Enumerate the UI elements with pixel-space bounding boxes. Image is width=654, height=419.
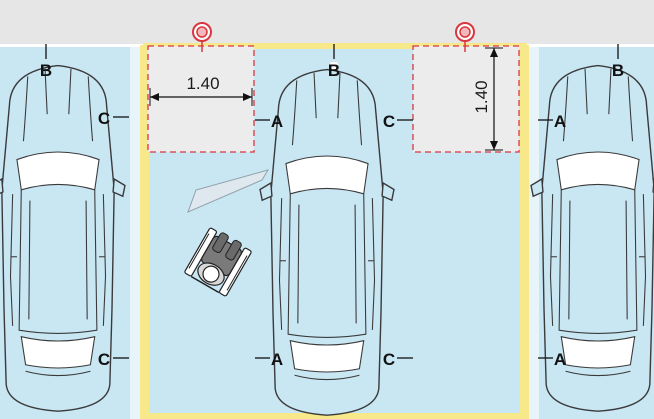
horizontal-dimension: 1.40 [149, 74, 253, 106]
neighbour-divider-right [529, 47, 539, 419]
svg-text:C: C [383, 112, 395, 131]
marker-b-right: B [612, 44, 624, 80]
marker-b-center: B [328, 44, 340, 80]
bollard-icon [455, 22, 475, 52]
svg-text:B: B [328, 61, 340, 80]
wheelchair-user-icon [184, 227, 252, 297]
bay-line-bottom [140, 413, 529, 419]
marker-a-right-rear: A [538, 350, 566, 369]
marker-b-left: B [40, 44, 52, 80]
svg-text:C: C [98, 350, 110, 369]
sidewalk [0, 0, 654, 44]
marker-c-left-front: C [98, 109, 129, 128]
access-zone-right [412, 45, 520, 153]
svg-text:A: A [271, 112, 283, 131]
marker-a-center-rear: A [255, 350, 283, 369]
open-car-door-icon [187, 169, 270, 213]
svg-text:A: A [554, 112, 566, 131]
svg-text:B: B [612, 61, 624, 80]
marker-c-center-rear: C [383, 350, 413, 369]
marker-c-center-front: C [383, 112, 413, 131]
marker-c-left-rear: C [98, 350, 129, 369]
marker-a-right-front: A [538, 112, 566, 131]
bay-line-left [140, 45, 149, 419]
horizontal-dimension-label: 1.40 [186, 74, 219, 93]
svg-text:A: A [271, 350, 283, 369]
access-zone-left [147, 45, 255, 153]
bay-line-top [143, 43, 527, 49]
bollard-icon [192, 22, 212, 52]
marker-a-center-front: A [255, 112, 283, 131]
svg-text:B: B [40, 61, 52, 80]
neighbour-divider-left [130, 47, 140, 419]
svg-text:A: A [554, 350, 566, 369]
bay-line-right [520, 45, 529, 419]
vertical-dimension-label: 1.40 [472, 80, 491, 113]
vertical-dimension: 1.40 [472, 47, 503, 151]
svg-text:C: C [383, 350, 395, 369]
svg-text:C: C [98, 109, 110, 128]
car-right [530, 64, 654, 412]
